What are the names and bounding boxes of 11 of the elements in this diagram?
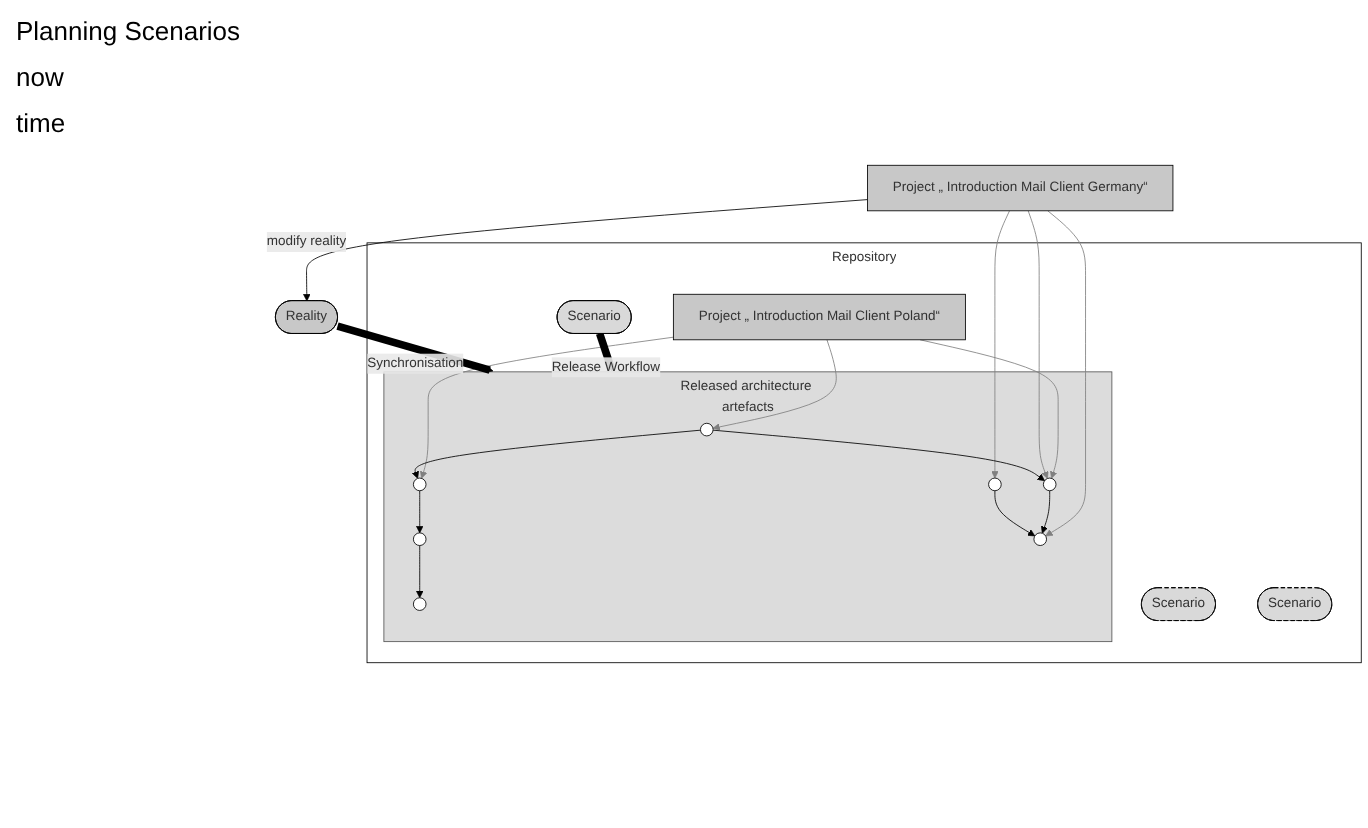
node-circle [988, 477, 1002, 492]
node-circle [412, 597, 427, 611]
note-text: Planning Scenarios [16, 16, 243, 46]
node-circle [412, 477, 427, 492]
node-circle [1042, 477, 1057, 492]
node-circle [700, 422, 714, 437]
note-text: time [16, 108, 68, 138]
node-circle [1033, 532, 1047, 546]
note-text: now [16, 62, 66, 92]
arrow [336, 322, 494, 374]
node-circle [412, 532, 427, 546]
